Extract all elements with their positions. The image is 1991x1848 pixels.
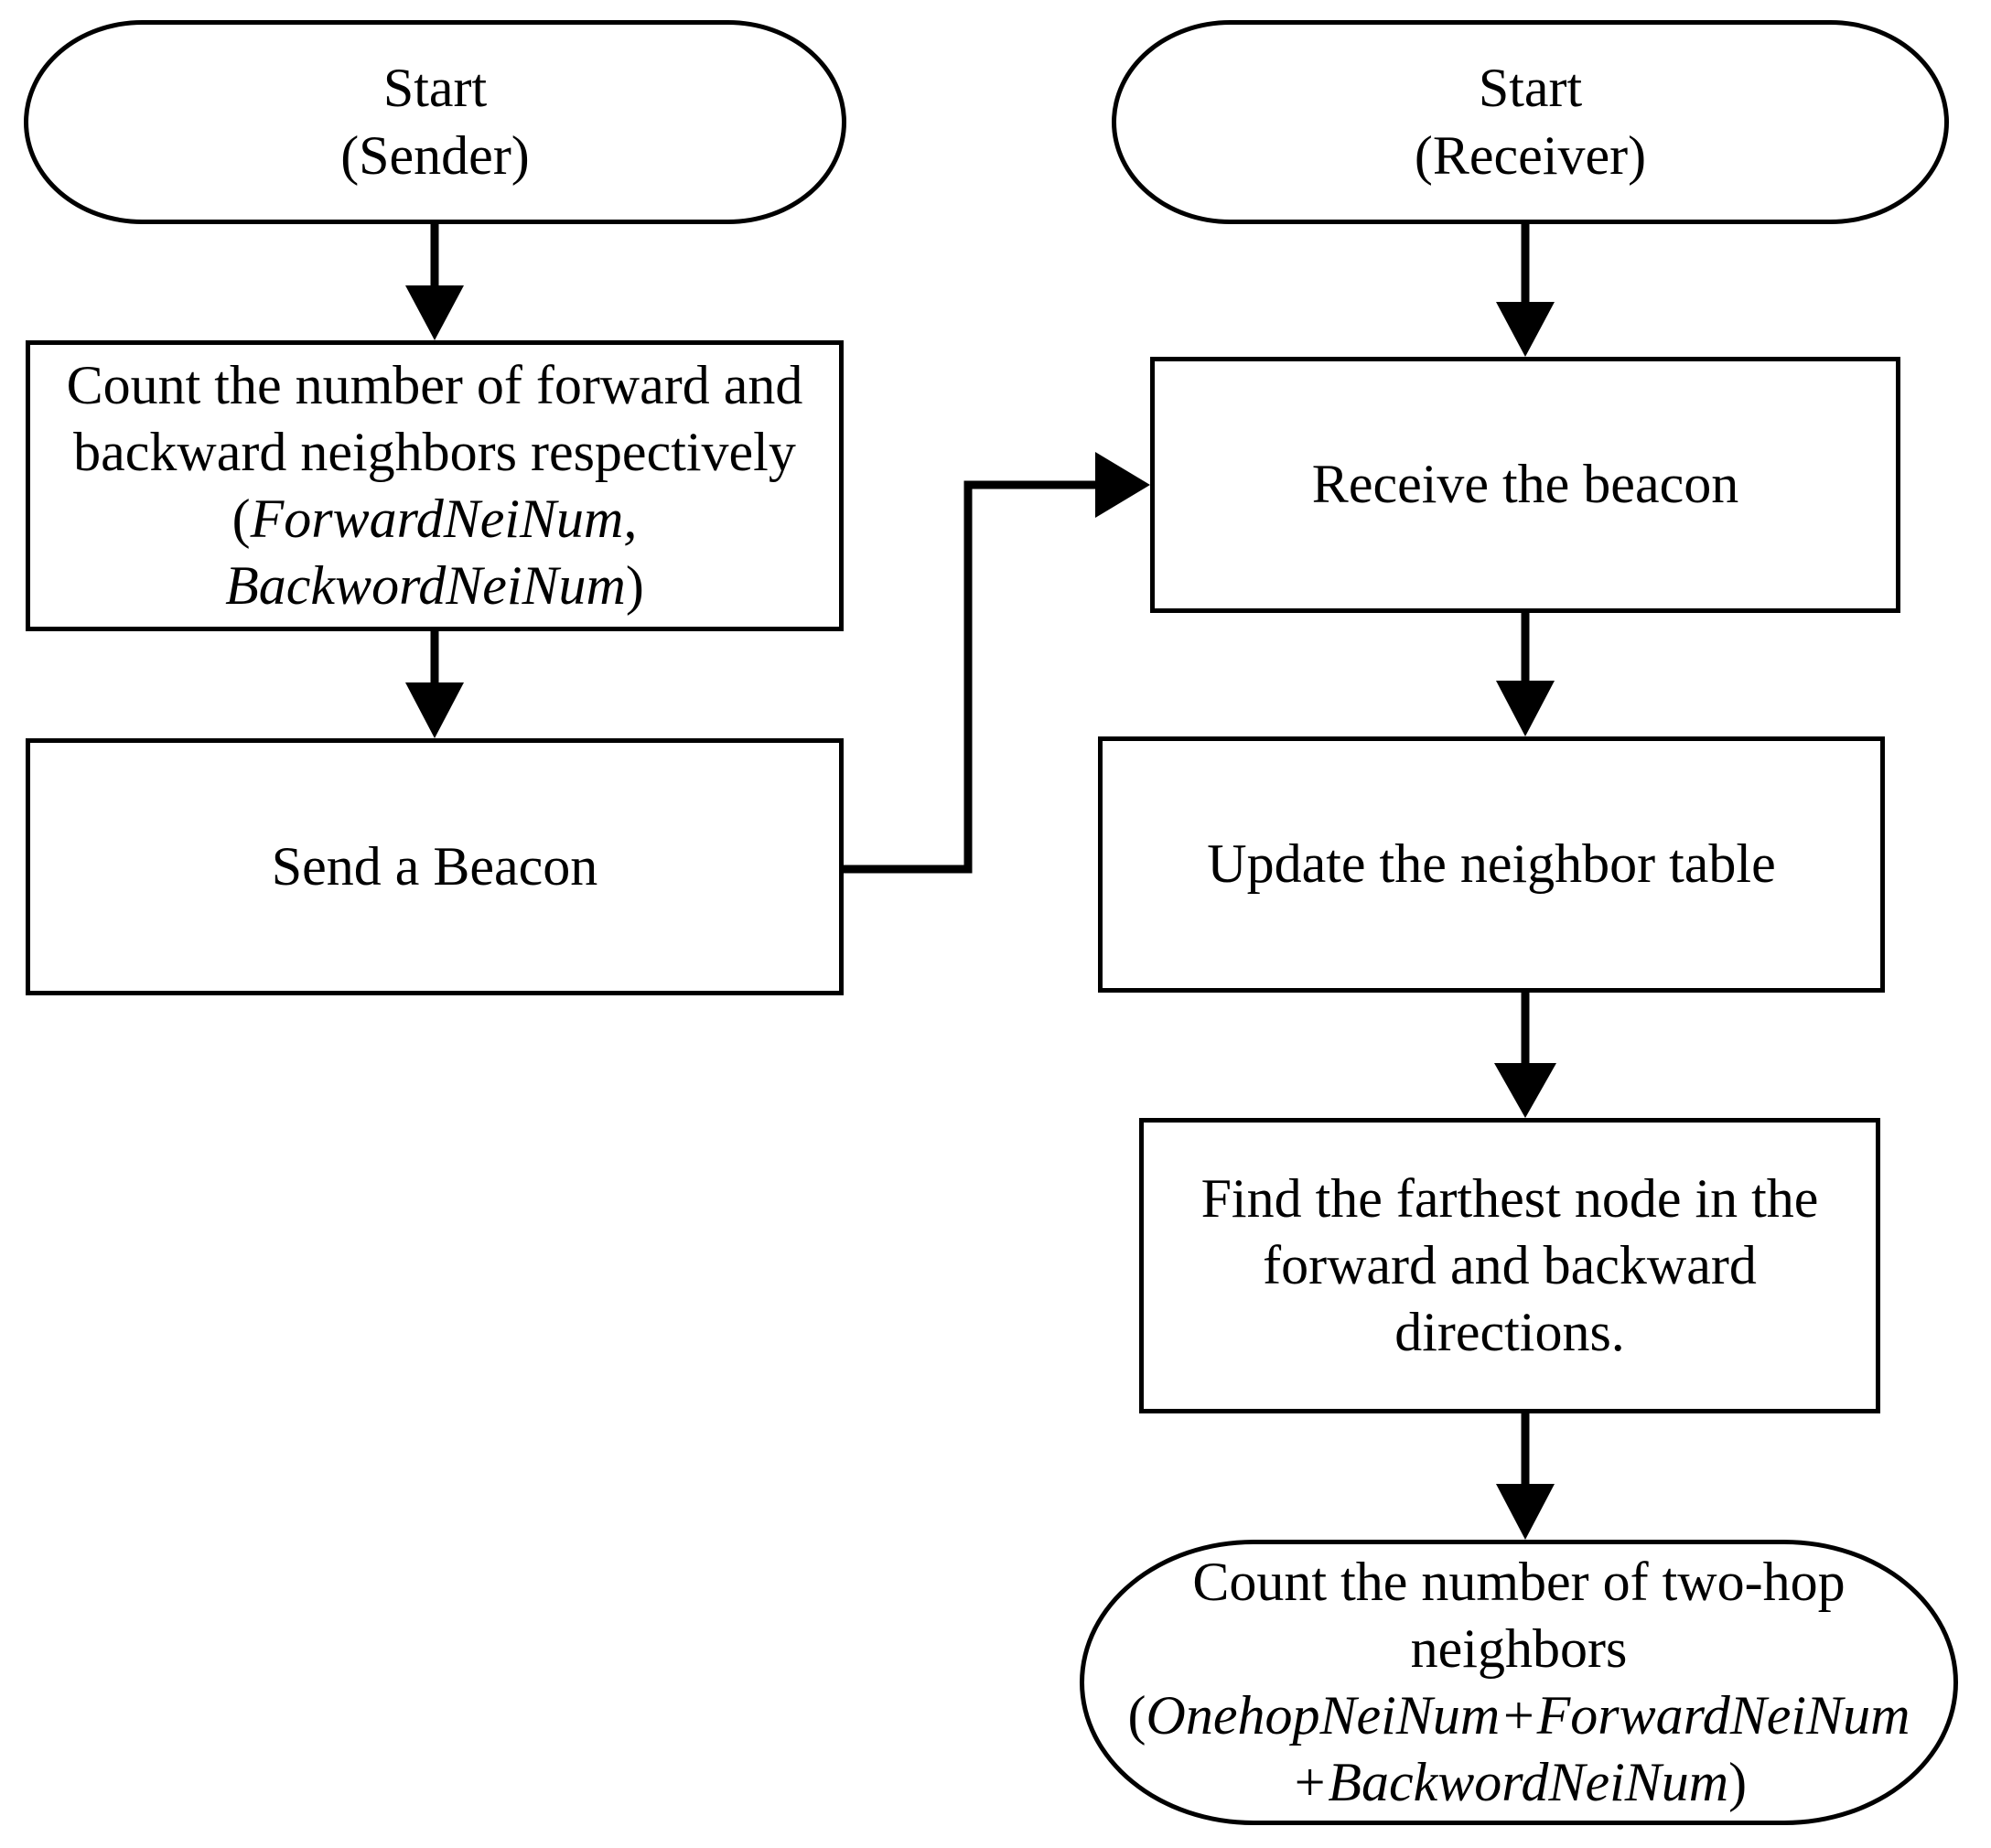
- node-count-two-hop-label: Count the number of two-hop neighbors (O…: [1097, 1549, 1941, 1817]
- edge-start-receiver-to-receive-beacon: [1496, 224, 1555, 357]
- node-start-receiver[interactable]: Start (Receiver): [1112, 20, 1949, 224]
- count-neighbors-var-forward: ForwardNeiNum,: [250, 489, 638, 549]
- edge-receive-beacon-to-update-table: [1496, 613, 1555, 736]
- node-receive-beacon-label: Receive the beacon: [1311, 454, 1739, 515]
- node-send-beacon[interactable]: Send a Beacon: [26, 738, 844, 995]
- node-find-farthest[interactable]: Find the farthest node in the forward an…: [1139, 1118, 1880, 1413]
- count-two-hop-var-backward: +BackwordNeiNum: [1290, 1752, 1729, 1813]
- node-count-neighbors[interactable]: Count the number of forward and backward…: [26, 340, 844, 631]
- edge-count-neighbors-to-send-beacon: [405, 631, 464, 738]
- node-count-neighbors-label: Count the number of forward and backward…: [43, 352, 826, 620]
- edge-start-sender-to-count-neighbors: [405, 224, 464, 340]
- node-receive-beacon[interactable]: Receive the beacon: [1150, 357, 1900, 613]
- node-update-table[interactable]: Update the neighbor table: [1098, 736, 1885, 993]
- node-start-sender-label: Start (Sender): [340, 58, 530, 186]
- count-two-hop-text-part-2: ): [1728, 1752, 1748, 1813]
- count-neighbors-var-backward: BackwordNeiNum: [225, 555, 626, 617]
- count-two-hop-var-onehop-forward: OnehopNeiNum+ForwardNeiNum: [1146, 1685, 1910, 1746]
- node-update-table-label: Update the neighbor table: [1207, 833, 1776, 895]
- node-find-farthest-label: Find the farthest node in the forward an…: [1200, 1167, 1819, 1363]
- count-neighbors-text-part-2: ): [625, 555, 644, 617]
- edge-find-farthest-to-count-two-hop: [1496, 1413, 1555, 1540]
- node-start-sender[interactable]: Start (Sender): [24, 20, 846, 224]
- edge-update-table-to-find-farthest: [1494, 993, 1556, 1118]
- node-send-beacon-label: Send a Beacon: [271, 835, 598, 897]
- node-start-receiver-label: Start (Receiver): [1414, 58, 1647, 186]
- node-count-two-hop[interactable]: Count the number of two-hop neighbors (O…: [1080, 1540, 1958, 1825]
- count-two-hop-text-part-1: Count the number of two-hop neighbors (: [1127, 1551, 1846, 1746]
- count-neighbors-text-part-1: Count the number of forward and backward…: [66, 354, 803, 549]
